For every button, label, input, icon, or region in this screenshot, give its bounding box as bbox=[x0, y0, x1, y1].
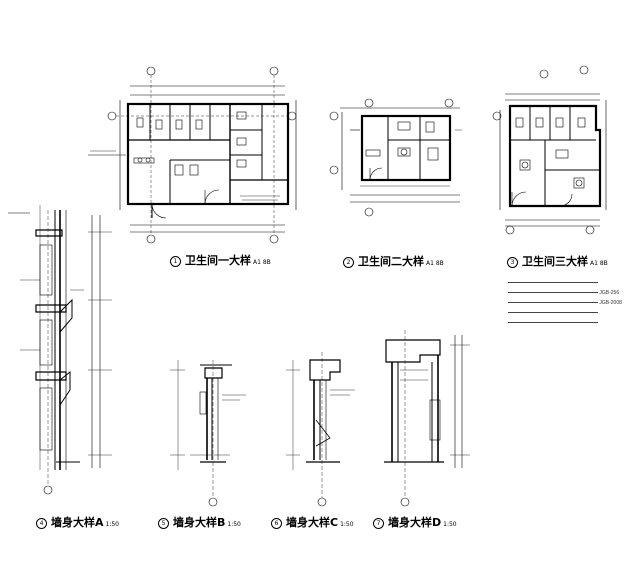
title-scale: 1:50 bbox=[340, 521, 354, 528]
wall-section-d bbox=[384, 330, 470, 507]
detail-number: 2 bbox=[343, 256, 354, 268]
general-notes: JGB-256 JGB-2008 bbox=[508, 278, 622, 328]
title-text: 墙身大样A bbox=[51, 516, 104, 529]
detail-number: 4 bbox=[36, 517, 47, 529]
title-text: 卫生间三大样 bbox=[522, 255, 588, 268]
title-scale: A1 8B bbox=[253, 259, 271, 266]
detail-number: 3 bbox=[507, 256, 518, 268]
note-code-2: JGB-2008 bbox=[599, 300, 622, 306]
toilet-plan-1 bbox=[88, 66, 297, 244]
detail-number: 6 bbox=[271, 517, 282, 529]
title-scale: 1:50 bbox=[105, 521, 119, 528]
toilet-plan-2 bbox=[329, 98, 462, 217]
title-text: 墙身大样D bbox=[388, 516, 442, 529]
wall-section-b bbox=[170, 360, 246, 507]
detail-number: 5 bbox=[158, 517, 169, 529]
detail-number: 1 bbox=[170, 255, 181, 267]
note-code-1: JGB-256 bbox=[599, 290, 620, 296]
title-text: 卫生间二大样 bbox=[358, 255, 424, 268]
wall-section-a bbox=[8, 205, 112, 495]
title-text: 墙身大样B bbox=[173, 516, 226, 529]
wall-section-c bbox=[286, 352, 355, 507]
title-scale: A1 8B bbox=[590, 260, 608, 267]
title-text: 墙身大样C bbox=[286, 516, 339, 529]
title-scale: 1:50 bbox=[227, 521, 241, 528]
title-scale: 1:50 bbox=[443, 521, 457, 528]
title-text: 卫生间一大样 bbox=[185, 254, 251, 267]
toilet-plan-3 bbox=[492, 65, 607, 235]
title-scale: A1 8B bbox=[426, 260, 444, 267]
detail-number: 7 bbox=[373, 517, 384, 529]
